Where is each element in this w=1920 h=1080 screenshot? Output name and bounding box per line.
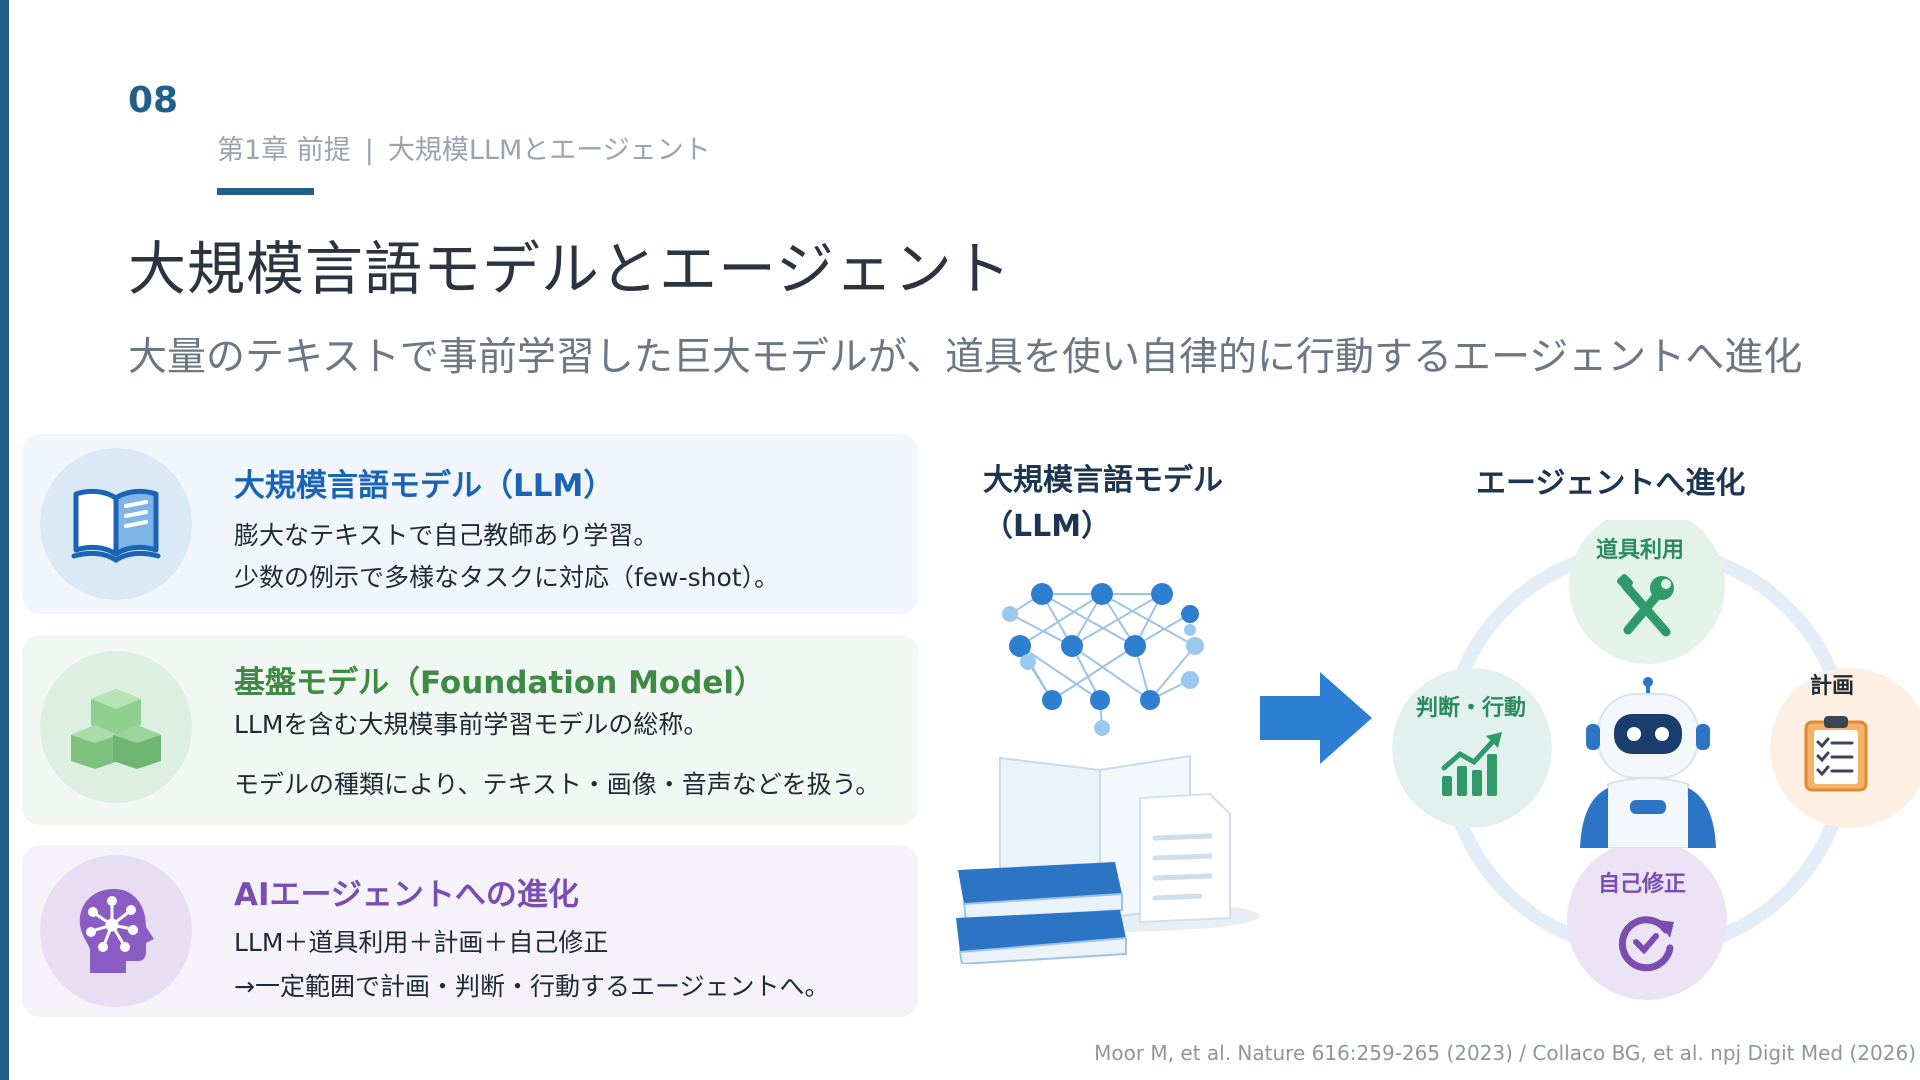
cubes-icon: [40, 651, 192, 803]
card-agent-line-1: LLM＋道具利用＋計画＋自己修正: [234, 928, 609, 957]
open-book-icon: [40, 448, 192, 600]
card-foundation-line-2: モデルの種類により、テキスト・画像・音声などを扱う。: [234, 770, 881, 799]
breadcrumb-chapter: 第1章 前提: [217, 135, 351, 166]
slide-title: 大規模言語モデルとエージェント: [128, 235, 1012, 303]
card-foundation-heading: 基盤モデル（Foundation Model）: [234, 665, 766, 701]
breadcrumb-separator: |: [364, 135, 374, 166]
card-llm-heading: 大規模言語モデル（LLM）: [234, 468, 615, 504]
node-label-plan: 計画: [1810, 674, 1855, 699]
card-llm: 大規模言語モデル（LLM） 膨大なテキストで自己教師あり学習。 少数の例示で多様…: [22, 434, 918, 614]
brain-head-icon: [40, 855, 192, 1007]
node-label-tool-use: 道具利用: [1596, 538, 1685, 563]
node-label-self-correct: 自己修正: [1598, 872, 1687, 897]
diagram-llm-title: 大規模言語モデル （LLM）: [983, 458, 1223, 550]
card-foundation-line-1: LLMを含む大規模事前学習モデルの総称。: [234, 710, 709, 739]
growth-chart-icon: [1441, 732, 1502, 796]
wrench-screwdriver-icon: [1617, 574, 1674, 637]
slide-subtitle: 大量のテキストで事前学習した巨大モデルが、道具を使い自律的に行動するエージェント…: [128, 335, 1803, 380]
card-llm-line-2: 少数の例示で多様なタスクに対応（few-shot）。: [234, 563, 780, 592]
self-correct-cycle-icon: [1618, 916, 1674, 972]
diagram-llm-title-line-2: （LLM）: [983, 509, 1112, 544]
breadcrumb-section: 大規模LLMとエージェント: [387, 135, 711, 166]
node-label-judge-act: 判断・行動: [1416, 696, 1527, 721]
diagram-agent-title: エージェントへ進化: [1476, 466, 1746, 501]
card-foundation-model: 基盤モデル（Foundation Model） LLMを含む大規模事前学習モデル…: [22, 635, 918, 825]
breadcrumb: 第1章 前提 | 大規模LLMとエージェント: [217, 128, 711, 167]
diagram-llm-title-line-1: 大規模言語モデル: [983, 463, 1223, 498]
robot-icon: [1580, 677, 1716, 848]
card-ai-agent: AIエージェントへの進化 LLM＋道具利用＋計画＋自己修正 →一定範囲で計画・判…: [22, 845, 918, 1017]
books-documents-icon: [956, 754, 1260, 964]
breadcrumb-underline: [217, 188, 314, 195]
neural-network-icon: [1002, 583, 1204, 736]
card-llm-line-1: 膨大なテキストで自己教師あり学習。: [234, 521, 659, 550]
left-accent-bar: [0, 0, 9, 1080]
citation: Moor M, et al. Nature 616:259-265 (2023)…: [1094, 1041, 1916, 1065]
page-number: 08: [128, 80, 179, 121]
card-agent-line-2: →一定範囲で計画・判断・行動するエージェントへ。: [234, 972, 830, 1001]
arrow-right-icon: [1260, 672, 1372, 764]
card-agent-heading: AIエージェントへの進化: [234, 877, 579, 913]
clipboard-checklist-icon: [1804, 716, 1868, 792]
